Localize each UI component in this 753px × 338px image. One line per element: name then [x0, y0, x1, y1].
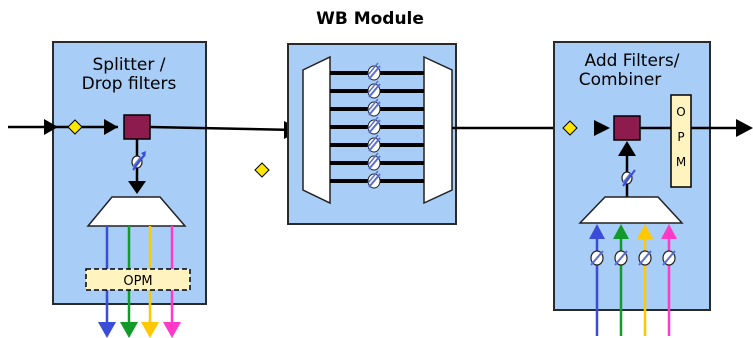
- add-switch-node: [613, 115, 641, 141]
- wb-module-block: [287, 43, 457, 225]
- channel-blue-arrow-icon: [98, 322, 116, 338]
- input-arrow-icon: [44, 119, 58, 135]
- add-input-attenuator-icon: [614, 250, 628, 266]
- add-channel-yellow-arrow-icon: [637, 224, 653, 239]
- output-arrow-icon: [736, 119, 753, 137]
- add-channel-magenta-arrow-icon: [661, 224, 677, 239]
- variable-attenuator-icon: [131, 151, 146, 171]
- channel-yellow-arrow-icon: [141, 322, 159, 338]
- add-opm-letter-o: O: [676, 105, 685, 119]
- wb-attenuator-icon: [367, 80, 381, 99]
- wb-attenuator-icon: [367, 134, 381, 153]
- add-opm-letter-p: P: [677, 130, 684, 144]
- wb-mux-shape: [423, 55, 453, 205]
- add-input-attenuator-icon: [590, 250, 604, 266]
- add-opm-letter-m: M: [676, 155, 686, 169]
- mux-trapezoid-icon: [578, 196, 684, 224]
- diagram-title: WB Module: [316, 9, 424, 29]
- wb-attenuator-icon: [367, 170, 381, 189]
- add-switch-arrow-icon: [594, 120, 610, 136]
- add-channel-blue-arrow-icon: [589, 224, 605, 239]
- channel-green-arrow-icon: [120, 322, 138, 338]
- wb-attenuator-column: [367, 62, 381, 189]
- diamond-marker-icon-2: [254, 162, 270, 178]
- wb-demux-shape: [302, 55, 331, 205]
- add-channel-green-arrow-icon: [613, 224, 629, 239]
- opm-box: [85, 268, 191, 291]
- wb-attenuator-icon: [367, 62, 381, 81]
- splitter-drop-block: Splitter / Drop filters OPM: [8, 41, 207, 338]
- add-attenuator-icon: [621, 169, 636, 187]
- demux-trapezoid-icon: [86, 196, 187, 227]
- diamond-marker-icon: [67, 119, 83, 135]
- add-up-arrow-icon: [618, 141, 636, 156]
- opm-label: OPM: [123, 274, 152, 289]
- wb-attenuator-icon: [367, 116, 381, 135]
- diamond-marker-icon-3: [562, 120, 578, 136]
- add-label-line1: Add Filters/: [584, 51, 679, 71]
- channel-magenta-arrow-icon: [163, 322, 181, 338]
- wb-attenuator-icon: [367, 152, 381, 171]
- splitter-label-line2: Drop filters: [82, 74, 177, 94]
- add-label-line2: Combiner: [579, 70, 662, 90]
- splitter-to-wb-line: [149, 125, 297, 132]
- wb-attenuator-icon: [367, 98, 381, 117]
- add-input-attenuator-icon: [662, 250, 676, 266]
- add-combiner-block: Add Filters/ Combiner O P M: [553, 41, 753, 336]
- switch-node: [123, 114, 151, 140]
- splitter-label-line1: Splitter /: [93, 55, 166, 75]
- demux-input-arrow-icon: [128, 181, 146, 194]
- add-opm-box: [670, 94, 692, 188]
- add-input-attenuator-icon: [638, 250, 652, 266]
- switch-arrow-icon: [104, 119, 118, 135]
